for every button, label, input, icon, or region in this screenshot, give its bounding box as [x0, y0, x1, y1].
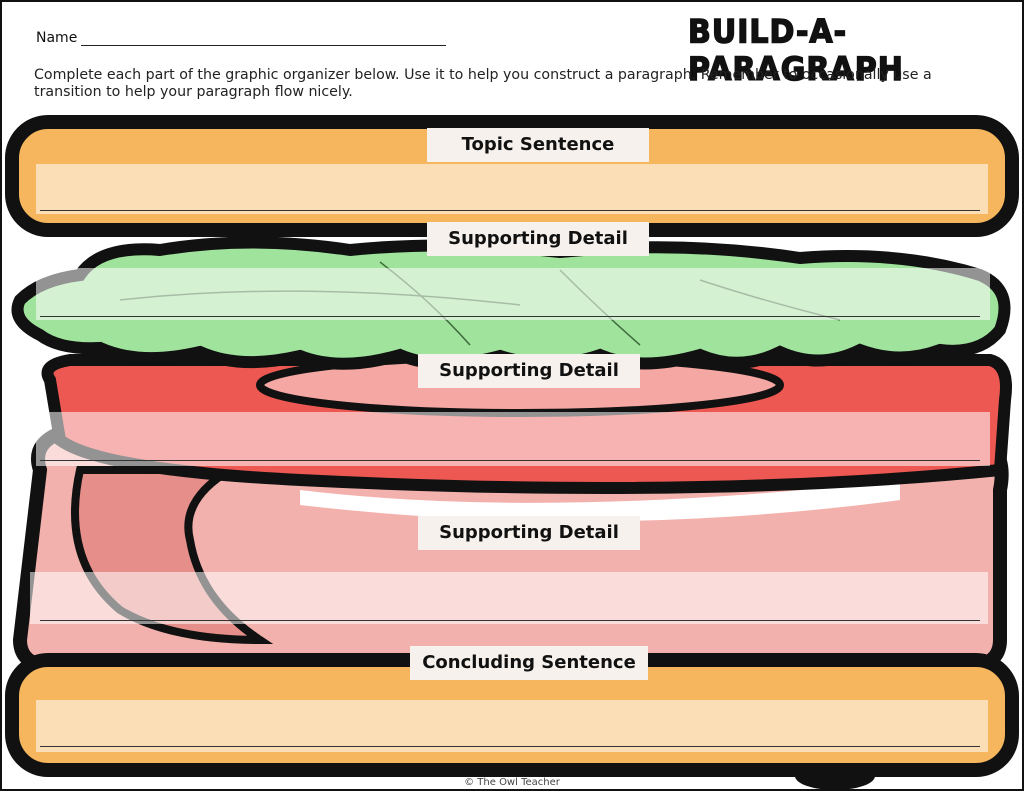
label-supporting-detail-2: Supporting Detail — [418, 354, 640, 388]
label-supporting-detail-1: Supporting Detail — [427, 222, 649, 256]
ham-highlight — [300, 480, 900, 522]
instructions-text: Complete each part of the graphic organi… — [34, 67, 932, 100]
detail2-write-line[interactable] — [40, 460, 980, 461]
name-label: Name — [36, 30, 78, 46]
name-field: Name — [36, 30, 447, 46]
detail2-writing-area[interactable] — [36, 412, 990, 466]
topic-write-line[interactable] — [40, 210, 980, 211]
page-title: BUILD-A-PARAGRAPH — [687, 12, 904, 89]
concluding-writing-area[interactable] — [36, 700, 988, 752]
label-topic-sentence: Topic Sentence — [427, 128, 649, 162]
detail3-write-line[interactable] — [40, 620, 980, 621]
label-concluding-sentence: Concluding Sentence — [410, 646, 648, 680]
detail1-writing-area[interactable] — [36, 268, 990, 320]
topic-writing-area[interactable] — [36, 164, 988, 214]
label-supporting-detail-3: Supporting Detail — [418, 516, 640, 550]
concluding-write-line[interactable] — [40, 746, 980, 747]
name-input-line[interactable] — [81, 31, 447, 46]
copyright-footer: © The Owl Teacher — [464, 777, 560, 788]
detail3-writing-area[interactable] — [30, 572, 988, 624]
detail1-write-line[interactable] — [40, 316, 980, 317]
